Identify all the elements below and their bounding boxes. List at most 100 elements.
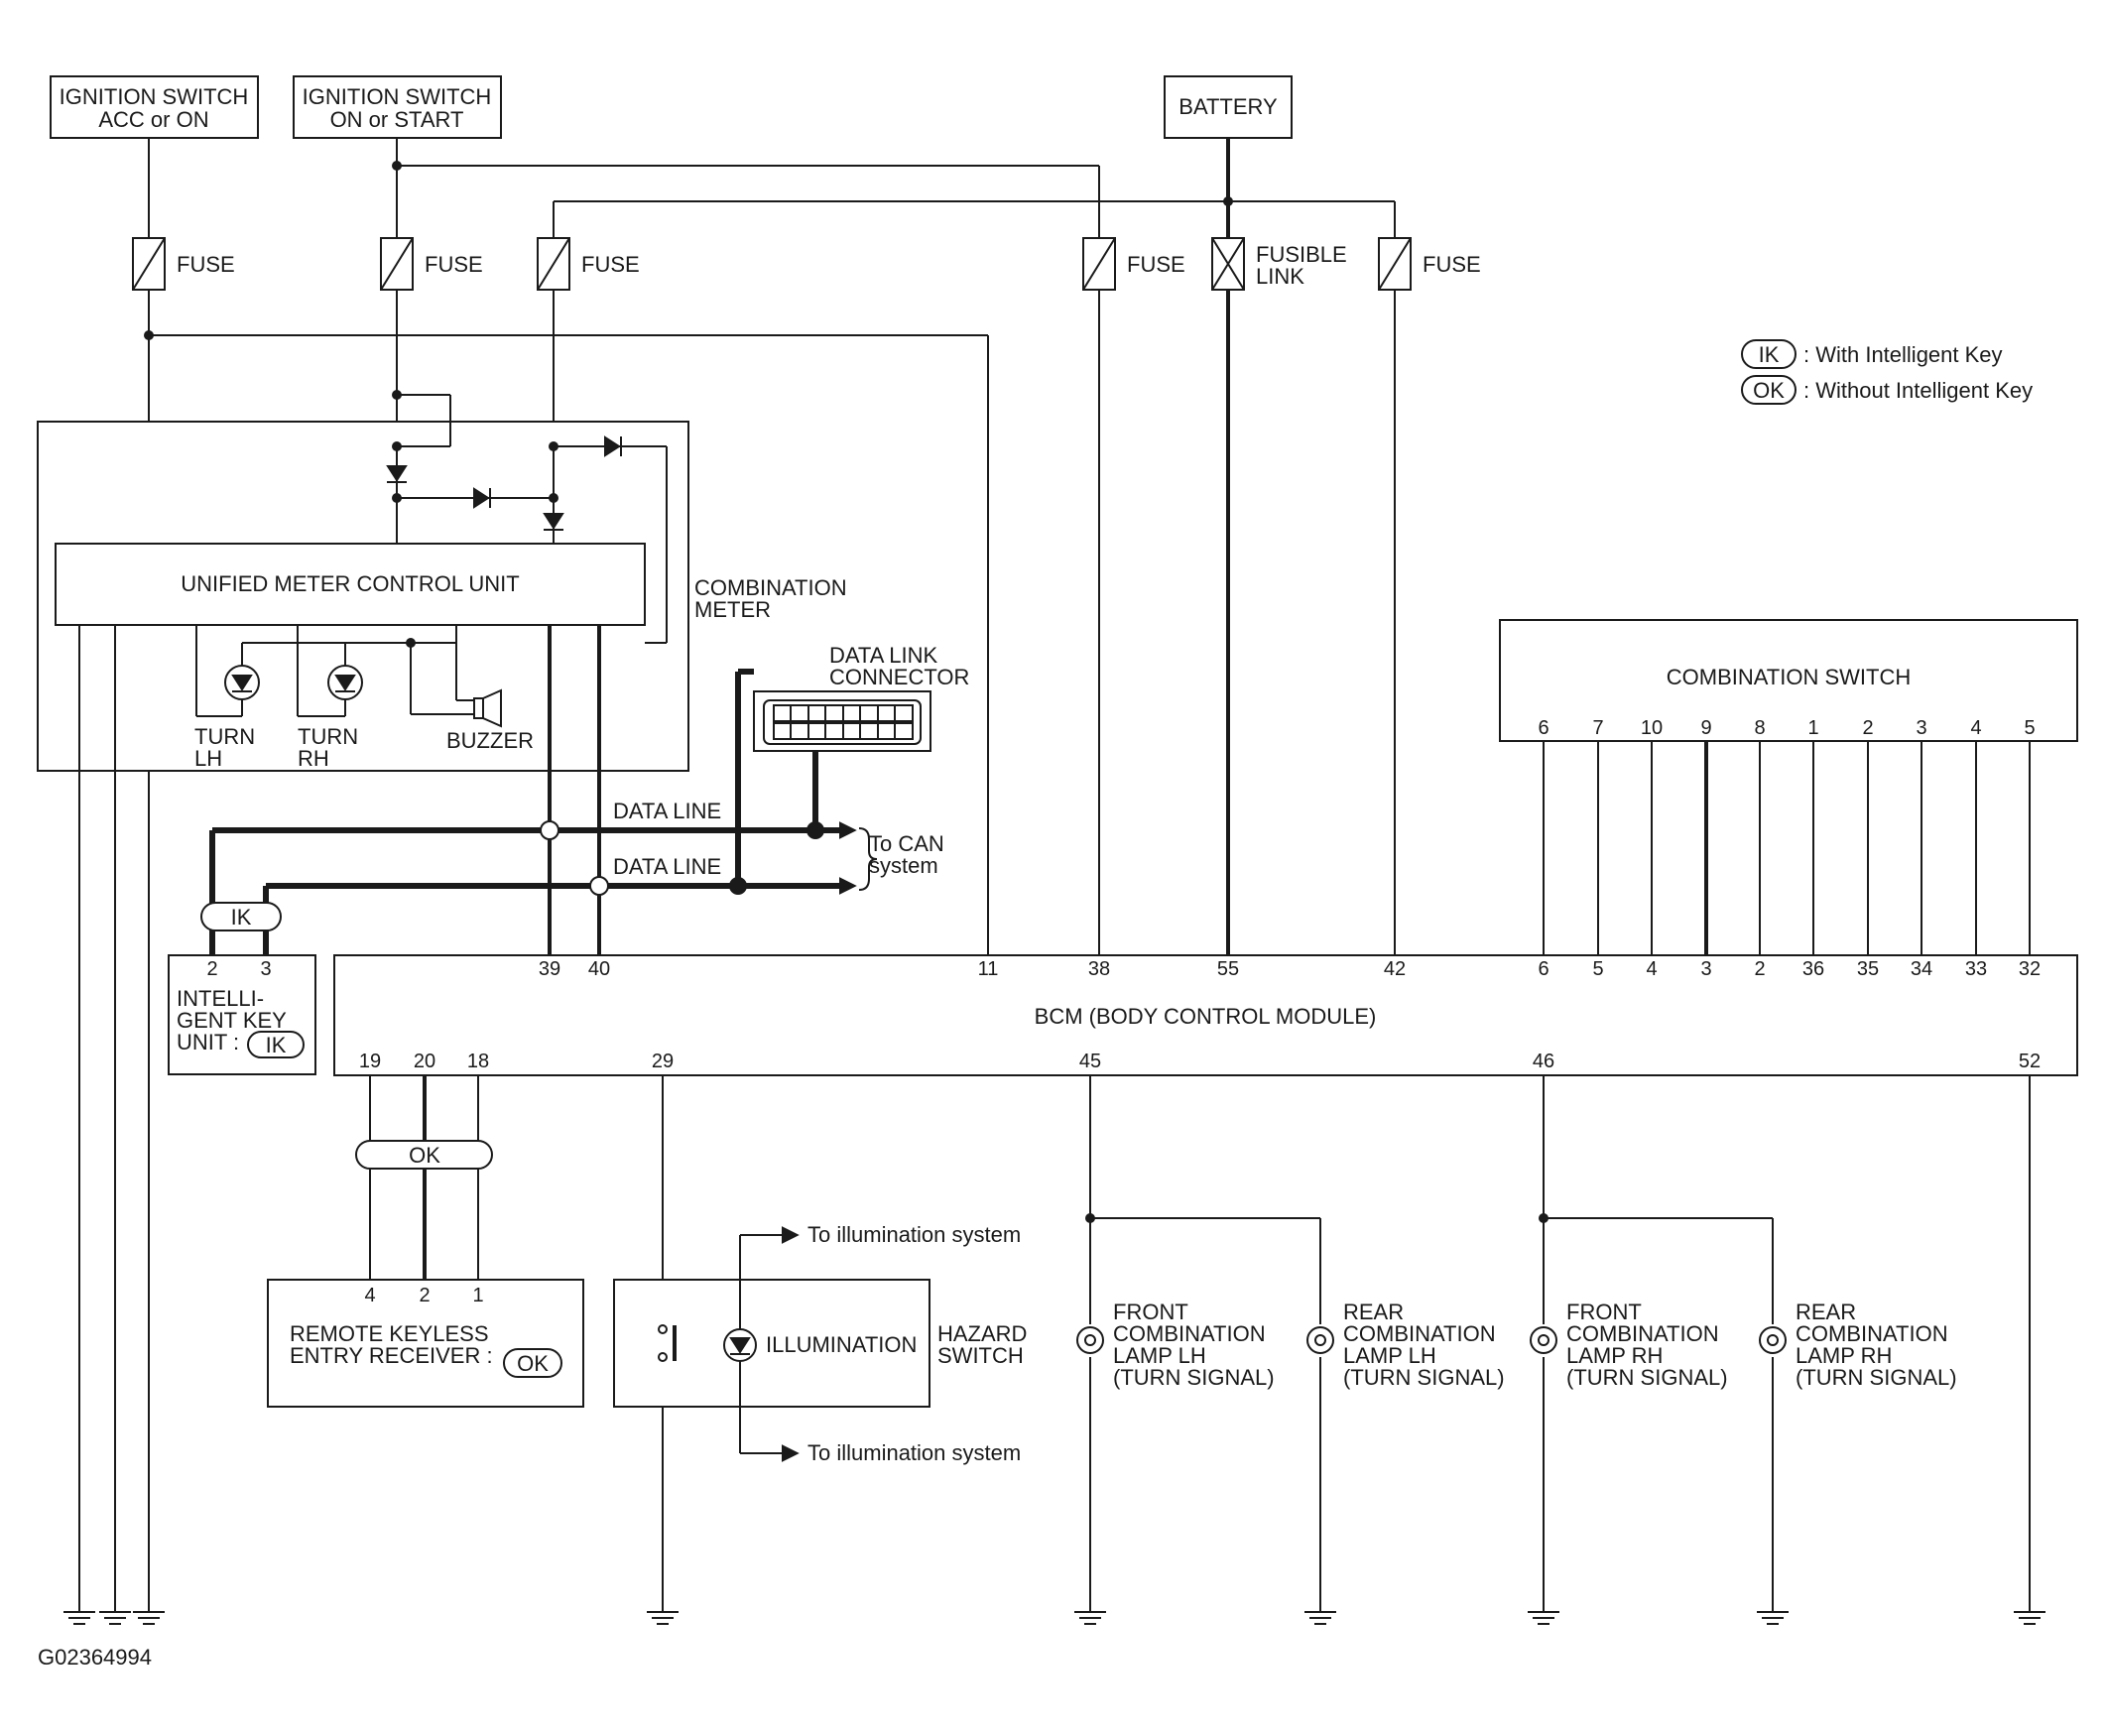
ik-unit-tag: IK [266, 1033, 287, 1057]
rear-rh-line-4: (TURN SIGNAL) [1796, 1365, 1957, 1390]
diode-meter-1 [386, 465, 408, 482]
ground-icon [647, 1611, 679, 1625]
illumination-label: ILLUMINATION [766, 1332, 917, 1357]
rear-lamp-lh: REAR COMBINATION LAMP LH (TURN SIGNAL) [1306, 1300, 1505, 1390]
combination-meter: COMBINATION METER UNIFIED METER CONTROL … [37, 390, 847, 772]
ground-icon [133, 1611, 165, 1625]
bcm-top-pin: 39 [539, 958, 560, 980]
ignition-switch-on-box: IGNITION SWITCH ON or START [293, 75, 502, 139]
remote-keyless-entry-receiver: 4 2 1 REMOTE KEYLESS ENTRY RECEIVER : OK [267, 1279, 584, 1408]
bcm-title: BCM (BODY CONTROL MODULE) [1035, 1004, 1377, 1029]
legend-ik-text: : With Intelligent Key [1803, 342, 2003, 367]
fuse-5-label: FUSE [1423, 252, 1481, 277]
comb-switch-pin: 10 [1641, 717, 1663, 739]
rh-lamp-wiring [1539, 1075, 1774, 1612]
front-lh-line-2: COMBINATION [1113, 1321, 1266, 1346]
bcm-top-pin: 38 [1088, 958, 1110, 980]
front-lh-line-1: FRONT [1113, 1300, 1188, 1324]
turn-rh-line-2: RH [298, 746, 329, 771]
comb-switch-pin: 2 [1862, 717, 1873, 739]
rke-pin-4: 4 [364, 1285, 375, 1306]
bcm-top-pin: 32 [2019, 958, 2041, 980]
bcm: BCM (BODY CONTROL MODULE) 39 40 11 38 55… [333, 954, 2078, 1076]
supply-wiring [144, 138, 1396, 1612]
bcm-top-pin: 36 [1802, 958, 1824, 980]
hazard-switch: ILLUMINATION HAZARD SWITCH To illuminati… [613, 1075, 1027, 1612]
bcm-bottom-pin: 29 [652, 1051, 674, 1072]
combination-meter-line-2: METER [694, 597, 771, 622]
ignition-acc-line-2: ACC or ON [98, 107, 208, 132]
comb-switch-pin: 7 [1592, 717, 1603, 739]
comb-switch-pin: 1 [1807, 717, 1818, 739]
bcm-top-pin: 34 [1911, 958, 1932, 980]
rke-pin-1: 1 [472, 1285, 483, 1306]
fusible-link-line-1: FUSIBLE [1256, 242, 1347, 267]
rear-lh-line-1: REAR [1343, 1300, 1404, 1324]
dlc-label-line-2: CONNECTOR [829, 665, 969, 689]
bcm-top-pin: 33 [1965, 958, 1987, 980]
lh-lamp-wiring [1085, 1075, 1321, 1612]
fuse-2-label: FUSE [425, 252, 483, 277]
fuse-3-label: FUSE [581, 252, 640, 277]
legend-ok-tag: OK [1753, 378, 1785, 403]
fuse-2: FUSE [380, 237, 483, 291]
turn-lh-line-1: TURN [194, 724, 255, 749]
data-line-2-label: DATA LINE [613, 854, 721, 879]
rke-line-1: REMOTE KEYLESS [290, 1321, 489, 1346]
comb-switch-pin: 4 [1970, 717, 1981, 739]
front-rh-line-3: LAMP RH [1566, 1343, 1663, 1368]
rke-line-2: ENTRY RECEIVER : [290, 1343, 493, 1368]
rear-lh-line-3: LAMP LH [1343, 1343, 1436, 1368]
legend-ok-text: : Without Intelligent Key [1803, 378, 2033, 403]
bcm-top-pin: 6 [1538, 958, 1549, 980]
comb-switch-pin: 3 [1916, 717, 1926, 739]
ignition-acc-line-1: IGNITION SWITCH [60, 84, 249, 109]
data-line-1-label: DATA LINE [613, 799, 721, 823]
ok-harness-tag [355, 1140, 493, 1170]
ground-icon [1757, 1611, 1789, 1625]
front-rh-line-2: COMBINATION [1566, 1321, 1719, 1346]
front-lamp-lh: FRONT COMBINATION LAMP LH (TURN SIGNAL) [1076, 1300, 1275, 1390]
bcm-bottom-pin: 52 [2019, 1051, 2041, 1072]
ignition-on-line-2: ON or START [330, 107, 464, 132]
rear-lh-line-2: COMBINATION [1343, 1321, 1496, 1346]
front-rh-line-4: (TURN SIGNAL) [1566, 1365, 1728, 1390]
buzzer-icon [473, 688, 502, 728]
can-brace [858, 827, 878, 891]
comb-switch-pin: 8 [1754, 717, 1765, 739]
figure-id: G02364994 [38, 1645, 152, 1670]
legend: IK : With Intelligent Key OK : Without I… [1741, 339, 2033, 405]
bcm-top-pin: 5 [1592, 958, 1603, 980]
bcm-bottom-pin: 19 [359, 1051, 381, 1072]
fuse-5: FUSE [1378, 237, 1481, 291]
comb-switch-pin: 5 [2024, 717, 2035, 739]
ignition-on-line-1: IGNITION SWITCH [303, 84, 492, 109]
hazard-switch-line-1: HAZARD [937, 1321, 1027, 1346]
fuse-4-label: FUSE [1127, 252, 1185, 277]
legend-ik-tag: IK [1759, 342, 1780, 367]
comb-switch-pin: 9 [1700, 717, 1711, 739]
turn-lh-line-2: LH [194, 746, 222, 771]
fuse-1: FUSE [132, 237, 235, 291]
rear-rh-line-1: REAR [1796, 1300, 1856, 1324]
front-lamp-rh: FRONT COMBINATION LAMP RH (TURN SIGNAL) [1530, 1300, 1728, 1390]
front-rh-line-1: FRONT [1566, 1300, 1642, 1324]
ik-unit-line-1: INTELLI- [177, 986, 264, 1011]
combination-meter-line-1: COMBINATION [694, 575, 847, 600]
to-can-line-2: system [869, 853, 938, 878]
rke-pin-2: 2 [419, 1285, 430, 1306]
fuse-3: FUSE [537, 237, 640, 291]
control-unit-label: UNIFIED METER CONTROL UNIT [181, 571, 519, 596]
ground-icon [63, 1611, 95, 1625]
switch-contact-icon [658, 1324, 677, 1362]
bcm-top-pin: 40 [588, 958, 610, 980]
meter-ground-wires [78, 625, 601, 1612]
ground-icon [1528, 1611, 1559, 1625]
bcm-bottom-pin: 45 [1079, 1051, 1101, 1072]
bcm-top-pin: 35 [1857, 958, 1879, 980]
comb-switch-pin: 6 [1538, 717, 1549, 739]
dlc-pin-grid [773, 704, 914, 740]
dlc-label-line-1: DATA LINK [829, 643, 938, 668]
diode-meter-4 [604, 435, 621, 457]
front-lh-line-4: (TURN SIGNAL) [1113, 1365, 1275, 1390]
